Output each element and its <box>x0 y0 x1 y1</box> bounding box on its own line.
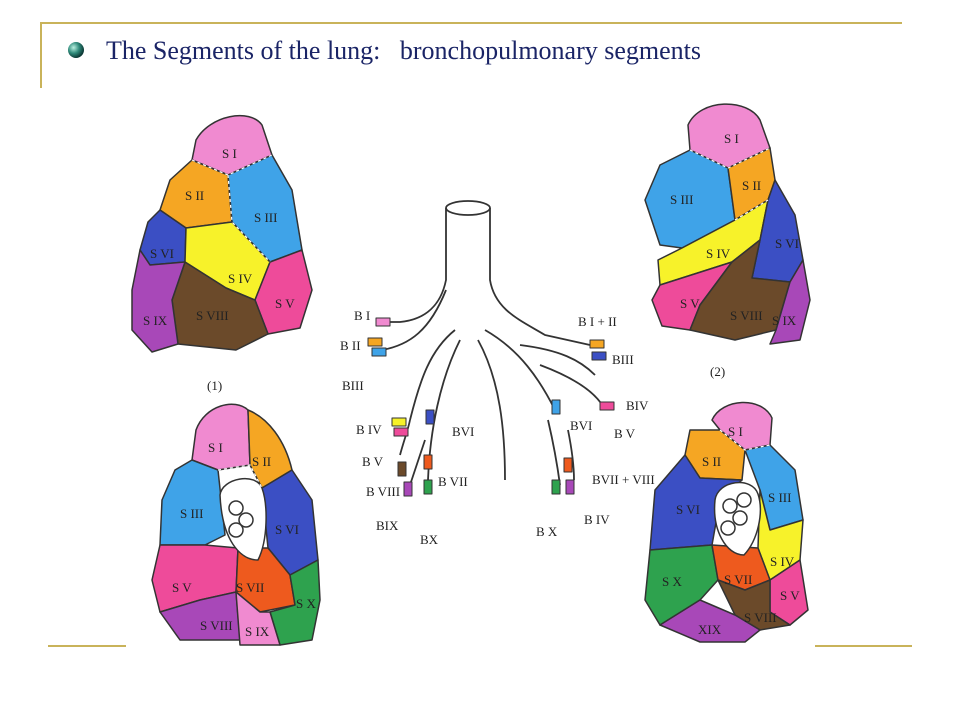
bl-segment-s3 <box>159 459 226 546</box>
tr-label-s8: S VIII <box>730 308 763 323</box>
bl-label-s6: S VI <box>275 522 299 537</box>
bl-segment-s9 <box>235 591 281 646</box>
bl-label-s9: S IX <box>245 624 270 639</box>
br-segment-s9 <box>659 599 761 643</box>
bronchus-label-b9: BIX <box>376 518 399 533</box>
bl-label-s5: S V <box>172 580 192 595</box>
sphere-bullet-icon <box>68 42 84 58</box>
tl-label-s6: S VI <box>150 246 174 261</box>
bl-label-s1: S I <box>208 440 223 455</box>
frame-bottom-left-rule <box>48 645 126 647</box>
lung-top-right <box>644 103 811 345</box>
tr-label-s2: S II <box>742 178 761 193</box>
lung-bottom-right <box>644 401 809 643</box>
br-label-s1: S I <box>728 424 743 439</box>
br-label-s3: S III <box>768 490 791 505</box>
tl-label-s5: S V <box>275 296 295 311</box>
bronchus-label-b10r: B X <box>536 524 558 539</box>
bronchus-label-b6r: BVI <box>570 418 592 433</box>
bronchus-label-b10: BX <box>420 532 439 547</box>
bl-hilum-vessels <box>228 500 254 538</box>
tr-segment-s9 <box>769 259 811 345</box>
bl-label-s2: S II <box>252 454 271 469</box>
bronchus-label-b3r: BIII <box>612 352 634 367</box>
bronchus-label-b5r: B V <box>614 426 636 441</box>
figure-label-2: (2) <box>710 364 725 379</box>
tr-label-s9: S IX <box>772 313 797 328</box>
bronchus-label-b2: B II <box>340 338 361 353</box>
bl-label-s8: S VIII <box>200 618 233 633</box>
bl-label-s10: S X <box>296 596 316 611</box>
bl-label-s3: S III <box>180 506 203 521</box>
br-hilum-vessels <box>720 492 752 536</box>
bronchus-label-b7: B VII <box>438 474 468 489</box>
frame-bottom-right-rule <box>815 645 912 647</box>
bronchus-label-b4b: B IV <box>584 512 610 527</box>
bronchus-label-b4: B IV <box>356 422 382 437</box>
bronchus-label-b6: BVI <box>452 424 474 439</box>
tl-label-s4: S IV <box>228 271 253 286</box>
tr-label-s3: S III <box>670 192 693 207</box>
bronchus-label-b1: B I <box>354 308 370 323</box>
frame-left-rule <box>40 22 42 88</box>
tl-label-s3: S III <box>254 210 277 225</box>
tl-label-s2: S II <box>185 188 204 203</box>
br-label-s9: XIX <box>698 622 722 637</box>
bronchus-label-b8: B VIII <box>366 484 400 499</box>
br-label-s7: S VII <box>724 572 752 587</box>
br-label-s6: S VI <box>676 502 700 517</box>
tl-label-s9: S IX <box>143 313 168 328</box>
bronchus-label-b78: BVII + VIII <box>592 472 655 487</box>
lung-top-left <box>131 114 313 353</box>
bronchial-tree <box>381 200 606 486</box>
br-label-s10: S X <box>662 574 682 589</box>
tl-label-s8: S VIII <box>196 308 229 323</box>
br-label-s5: S V <box>780 588 800 603</box>
bronchus-label-b12: B I + II <box>578 314 617 329</box>
bronchus-tips <box>367 317 615 497</box>
bronchus-label-b5: B V <box>362 454 384 469</box>
lung-bottom-left <box>151 403 321 646</box>
tl-segment-s9 <box>131 249 186 353</box>
bronchus-label-b4r: BIV <box>626 398 649 413</box>
tl-label-s1: S I <box>222 146 237 161</box>
frame-top-rule <box>40 22 902 24</box>
tr-label-s6: S VI <box>775 236 799 251</box>
bl-segment-s10 <box>269 559 321 646</box>
bl-segment-s1 <box>191 403 251 471</box>
br-label-s2: S II <box>702 454 721 469</box>
bronchus-label-b3: BIII <box>342 378 364 393</box>
figure-label-1: (1) <box>207 378 222 393</box>
tr-label-s4: S IV <box>706 246 731 261</box>
slide-title: The Segments of the lung: bronchopulmona… <box>106 36 702 65</box>
tr-label-s5: S V <box>680 296 700 311</box>
bl-label-s7: S VII <box>236 580 264 595</box>
tr-label-s1: S I <box>724 131 739 146</box>
br-label-s8: S VIII <box>744 610 777 625</box>
br-label-s4: S IV <box>770 554 795 569</box>
segment-borders <box>191 147 771 489</box>
